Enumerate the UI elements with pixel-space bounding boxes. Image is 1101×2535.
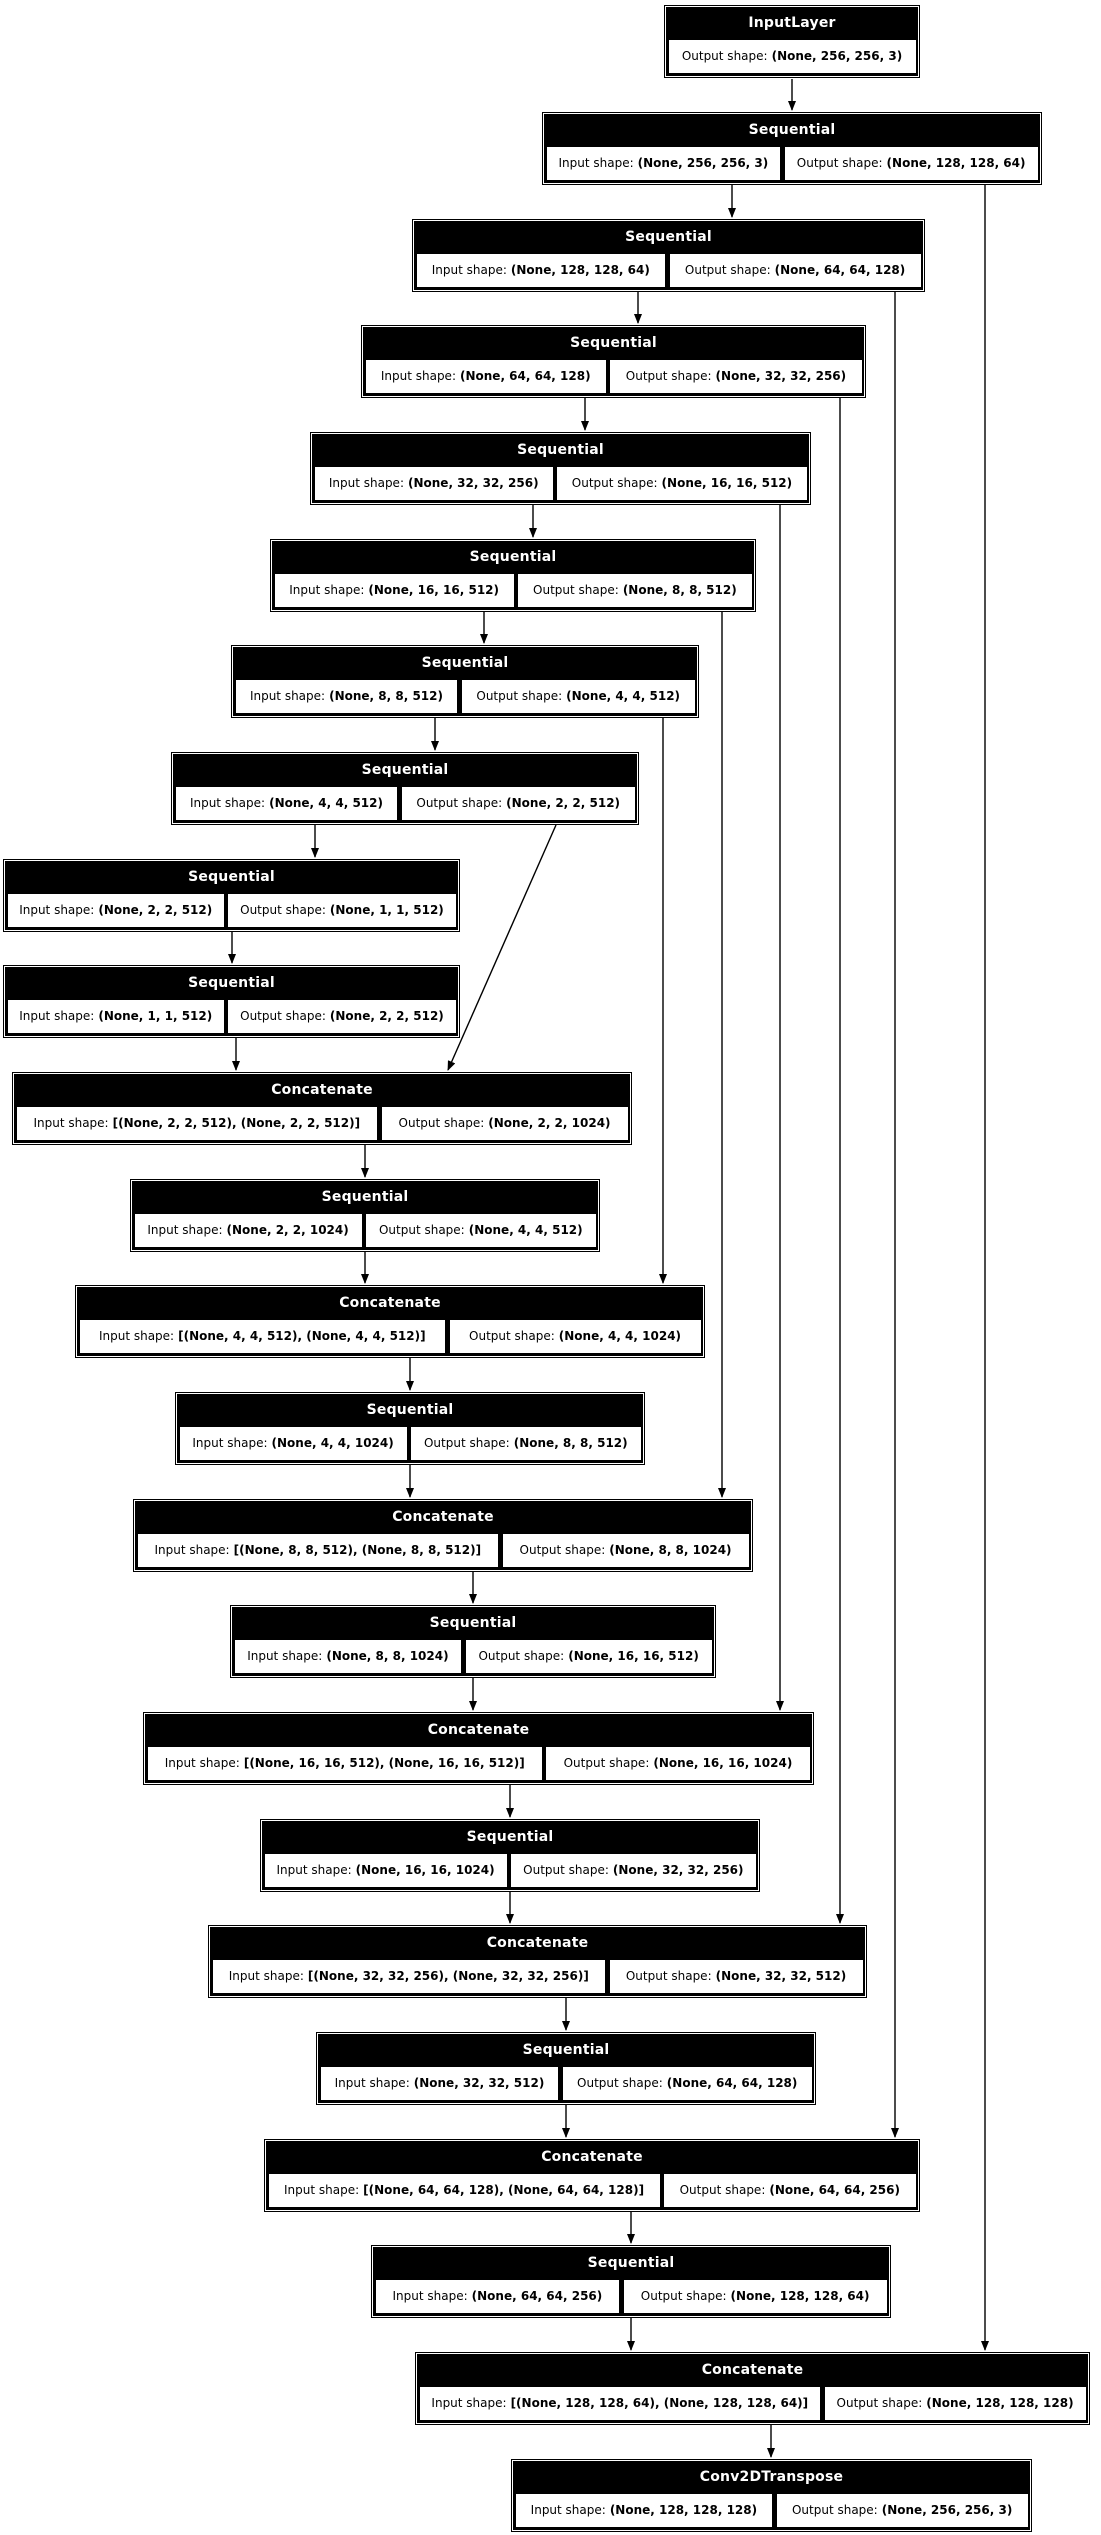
input-shape-cell: Input shape:[(None, 8, 8, 512), (None, 8… — [136, 1533, 500, 1568]
input-shape-cell: Input shape:(None, 64, 64, 256) — [374, 2279, 621, 2314]
node-title: Sequential — [570, 334, 657, 351]
node-concatenate-2: Concatenate Input shape:[(None, 4, 4, 51… — [75, 1285, 705, 1358]
node-title: Sequential — [188, 974, 275, 991]
output-shape-cell: Output shape:(None, 64, 64, 128) — [561, 2066, 813, 2101]
node-sequential-9: Sequential Input shape:(None, 1, 1, 512)… — [3, 965, 460, 1038]
input-shape-cell: Input shape:(None, 128, 128, 128) — [514, 2493, 774, 2528]
node-title: Sequential — [522, 2041, 610, 2058]
node-concatenate-1: Concatenate Input shape:[(None, 2, 2, 51… — [12, 1072, 632, 1145]
output-shape-cell: Output shape:(None, 128, 128, 64) — [783, 146, 1039, 181]
output-shape-cell: Output shape:(None, 32, 32, 256) — [510, 1853, 757, 1888]
output-shape-cell: Output shape:(None, 16, 16, 1024) — [545, 1746, 811, 1781]
node-inputlayer: InputLayer Output shape:(None, 256, 256,… — [664, 5, 920, 78]
output-shape-cell: Output shape:(None, 32, 32, 256) — [609, 359, 863, 394]
node-sequential-4: Sequential Input shape:(None, 32, 32, 25… — [310, 432, 811, 505]
output-shape-cell: Output shape:(None, 64, 64, 128) — [668, 253, 922, 288]
node-title: InputLayer — [748, 14, 836, 31]
node-concatenate-7: Concatenate Input shape:[(None, 128, 128… — [415, 2352, 1090, 2425]
input-shape-cell: Input shape:(None, 8, 8, 1024) — [233, 1639, 463, 1674]
input-shape-cell: Input shape:(None, 16, 16, 512) — [273, 573, 515, 608]
output-shape-cell: Output shape:(None, 128, 128, 128) — [823, 2386, 1087, 2421]
node-sequential-15: Sequential Input shape:(None, 64, 64, 25… — [371, 2245, 891, 2318]
node-title: Sequential — [361, 761, 449, 778]
input-shape-cell: Input shape:[(None, 64, 64, 128), (None,… — [267, 2173, 661, 2208]
node-sequential-11: Sequential Input shape:(None, 4, 4, 1024… — [175, 1392, 645, 1465]
node-sequential-8: Sequential Input shape:(None, 2, 2, 512)… — [3, 859, 460, 932]
node-sequential-13: Sequential Input shape:(None, 16, 16, 10… — [260, 1819, 760, 1892]
node-title: Sequential — [429, 1614, 517, 1631]
node-concatenate-4: Concatenate Input shape:[(None, 16, 16, … — [143, 1712, 814, 1785]
input-shape-cell: Input shape:[(None, 4, 4, 512), (None, 4… — [78, 1319, 447, 1354]
output-shape-cell: Output shape:(None, 256, 256, 3) — [775, 2493, 1029, 2528]
input-shape-cell: Input shape:(None, 256, 256, 3) — [545, 146, 782, 181]
node-sequential-12: Sequential Input shape:(None, 8, 8, 1024… — [230, 1605, 716, 1678]
input-shape-cell: Input shape:[(None, 2, 2, 512), (None, 2… — [15, 1106, 379, 1141]
node-title: Sequential — [469, 548, 557, 565]
input-shape-cell: Input shape:(None, 4, 4, 512) — [174, 786, 399, 821]
input-shape-cell: Input shape:(None, 2, 2, 512) — [6, 893, 225, 928]
node-concatenate-3: Concatenate Input shape:[(None, 8, 8, 51… — [133, 1499, 753, 1572]
node-sequential-5: Sequential Input shape:(None, 16, 16, 51… — [270, 539, 756, 612]
node-title: Concatenate — [339, 1294, 441, 1311]
input-shape-cell: Input shape:(None, 2, 2, 1024) — [133, 1213, 363, 1248]
output-shape-cell: Output shape:(None, 32, 32, 512) — [608, 1959, 864, 1994]
node-sequential-1: Sequential Input shape:(None, 256, 256, … — [542, 112, 1042, 185]
input-shape-cell: Input shape:(None, 1, 1, 512) — [6, 999, 225, 1034]
input-shape-cell: Input shape:(None, 128, 128, 64) — [415, 253, 667, 288]
node-sequential-3: Sequential Input shape:(None, 64, 64, 12… — [361, 325, 866, 398]
output-shape-cell: Output shape:(None, 4, 4, 1024) — [448, 1319, 702, 1354]
node-title: Sequential — [517, 441, 604, 458]
output-shape-cell: Output shape:(None, 1, 1, 512) — [227, 893, 457, 928]
node-sequential-14: Sequential Input shape:(None, 32, 32, 51… — [316, 2032, 816, 2105]
input-shape-cell: Input shape:[(None, 16, 16, 512), (None,… — [146, 1746, 543, 1781]
node-title: Sequential — [625, 228, 712, 245]
node-conv2dtranspose: Conv2DTranspose Input shape:(None, 128, … — [511, 2459, 1032, 2532]
output-shape-cell: Output shape:(None, 8, 8, 512) — [517, 573, 753, 608]
node-sequential-10: Sequential Input shape:(None, 2, 2, 1024… — [130, 1179, 600, 1252]
node-title: Sequential — [188, 868, 275, 885]
output-shape-cell: Output shape:(None, 256, 256, 3) — [667, 39, 917, 74]
node-title: Sequential — [321, 1188, 409, 1205]
node-title: Sequential — [466, 1828, 554, 1845]
node-title: Sequential — [421, 654, 509, 671]
input-shape-cell: Input shape:(None, 16, 16, 1024) — [263, 1853, 508, 1888]
node-title: Sequential — [748, 121, 836, 138]
output-shape-cell: Output shape:(None, 2, 2, 512) — [400, 786, 636, 821]
input-shape-cell: Input shape:(None, 32, 32, 256) — [313, 466, 554, 501]
node-concatenate-5: Concatenate Input shape:[(None, 32, 32, … — [208, 1925, 867, 1998]
node-title: Concatenate — [392, 1508, 494, 1525]
output-shape-cell: Output shape:(None, 64, 64, 256) — [663, 2173, 917, 2208]
input-shape-cell: Input shape:(None, 64, 64, 128) — [364, 359, 607, 394]
input-shape-cell: Input shape:(None, 4, 4, 1024) — [178, 1426, 408, 1461]
node-title: Sequential — [366, 1401, 454, 1418]
output-shape-cell: Output shape:(None, 2, 2, 512) — [227, 999, 457, 1034]
input-shape-cell: Input shape:[(None, 32, 32, 256), (None,… — [211, 1959, 607, 1994]
output-shape-cell: Output shape:(None, 4, 4, 512) — [365, 1213, 597, 1248]
input-shape-cell: Input shape:[(None, 128, 128, 64), (None… — [418, 2386, 822, 2421]
output-shape-cell: Output shape:(None, 4, 4, 512) — [460, 679, 696, 714]
output-shape-cell: Output shape:(None, 128, 128, 64) — [622, 2279, 888, 2314]
node-title: Concatenate — [486, 1934, 589, 1951]
node-title: Concatenate — [541, 2148, 643, 2165]
output-shape-cell: Output shape:(None, 8, 8, 512) — [410, 1426, 642, 1461]
output-shape-cell: Output shape:(None, 2, 2, 1024) — [380, 1106, 629, 1141]
node-title: Concatenate — [271, 1081, 373, 1098]
input-shape-cell: Input shape:(None, 8, 8, 512) — [234, 679, 459, 714]
output-shape-cell: Output shape:(None, 8, 8, 1024) — [501, 1533, 750, 1568]
node-concatenate-6: Concatenate Input shape:[(None, 64, 64, … — [264, 2139, 920, 2212]
output-shape-cell: Output shape:(None, 16, 16, 512) — [556, 466, 808, 501]
node-title: Conv2DTranspose — [699, 2468, 844, 2485]
node-sequential-6: Sequential Input shape:(None, 8, 8, 512)… — [231, 645, 699, 718]
node-sequential-2: Sequential Input shape:(None, 128, 128, … — [412, 219, 925, 292]
node-title: Concatenate — [427, 1721, 530, 1738]
node-title: Sequential — [587, 2254, 675, 2271]
output-shape-cell: Output shape:(None, 16, 16, 512) — [464, 1639, 713, 1674]
node-sequential-7: Sequential Input shape:(None, 4, 4, 512)… — [171, 752, 639, 825]
input-shape-cell: Input shape:(None, 32, 32, 512) — [319, 2066, 560, 2101]
node-title: Concatenate — [701, 2361, 804, 2378]
